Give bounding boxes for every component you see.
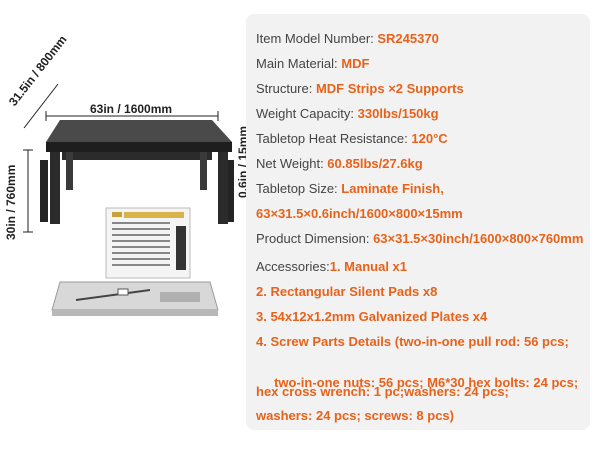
spec-value: Laminate Finish, — [341, 181, 444, 196]
accessory-item: 1. Manual x1 — [329, 259, 408, 274]
accessory-item-cont: hex cross wrench: 1 pc;washers: 24 pcs; — [256, 384, 509, 400]
spec-panel: Item Model Number: SR245370 Main Materia… — [246, 14, 590, 430]
spec-label: Tabletop Heat Resistance: — [256, 131, 412, 146]
spec-model: Item Model Number: SR245370 — [256, 31, 439, 47]
spec-structure: Structure: MDF Strips ×2 Supports — [256, 81, 464, 97]
accessory-text: 4. Screw Parts Details (two-in-one pull … — [256, 334, 569, 349]
accessory-item: 2. Rectangular Silent Pads x8 — [256, 284, 437, 300]
spec-value: 60.85lbs/27.6kg — [327, 156, 423, 171]
spec-tabletop-size: Tabletop Size: Laminate Finish, — [256, 181, 444, 197]
height-label: 30in / 760mm — [4, 164, 18, 240]
spec-product-dimension: Product Dimension: 63×31.5×30inch/1600×8… — [256, 231, 583, 247]
table-illustration — [23, 83, 234, 316]
spec-value: 63×31.5×30inch/1600×800×760mm — [373, 231, 584, 246]
width-label: 63in / 1600mm — [90, 102, 173, 116]
spec-label: Weight Capacity: — [256, 106, 358, 121]
spec-value: 63×31.5×0.6inch/1600×800×15mm — [256, 206, 463, 221]
accessory-text: 2. Rectangular Silent Pads x8 — [256, 284, 438, 299]
spec-value: 120°C — [411, 131, 448, 146]
accessory-text: washers: 24 pcs; screws: 8 pcs) — [256, 408, 454, 423]
spec-value: MDF — [341, 56, 370, 71]
spec-value: 330lbs/150kg — [357, 106, 439, 121]
spec-label: Structure: — [256, 81, 316, 96]
accessory-item-cont: two-in-one nuts: 56 pcs; M6*30 hex bolts… — [256, 359, 578, 407]
spec-weight-capacity: Weight Capacity: 330lbs/150kg — [256, 106, 439, 122]
spec-label: Tabletop Size: — [256, 181, 342, 196]
spec-value: SR245370 — [377, 31, 439, 46]
spec-label: Main Material: — [256, 56, 342, 71]
accessory-item-cont: washers: 24 pcs; screws: 8 pcs) — [256, 408, 454, 424]
accessory-text: 3. 54x12x1.2mm Galvanized Plates x4 — [256, 309, 488, 324]
accessory-text: two-in-one nuts: 56 pcs; M6*30 hex bolts… — [270, 375, 579, 390]
spec-material: Main Material: MDF — [256, 56, 369, 72]
dining-table-image — [40, 120, 234, 224]
spec-label: Product Dimension: — [256, 231, 374, 246]
spec-tabletop-size-cont: 63×31.5×0.6inch/1600×800×15mm — [256, 206, 463, 222]
spec-label: Accessories: — [256, 259, 330, 274]
package-box-image — [51, 281, 219, 316]
spec-accessories: Accessories:1. Manual x1 — [256, 259, 407, 275]
spec-net-weight: Net Weight: 60.85lbs/27.6kg — [256, 156, 423, 172]
accessory-text: hex cross wrench: 1 pc;washers: 24 pcs; — [256, 384, 509, 399]
accessory-item: 3. 54x12x1.2mm Galvanized Plates x4 — [256, 309, 487, 325]
spec-value: MDF Strips ×2 Supports — [315, 81, 464, 96]
spec-label: Item Model Number: — [256, 31, 378, 46]
accessory-item: 4. Screw Parts Details (two-in-one pull … — [256, 334, 569, 350]
hardware-kit-image — [105, 207, 191, 279]
depth-dimension-line — [23, 83, 59, 129]
spec-heat-resistance: Tabletop Heat Resistance: 120°C — [256, 131, 448, 147]
product-image-area: 63in / 1600mm 31.5in / 800mm 30in / 760m… — [0, 0, 250, 450]
spec-label: Net Weight: — [256, 156, 328, 171]
